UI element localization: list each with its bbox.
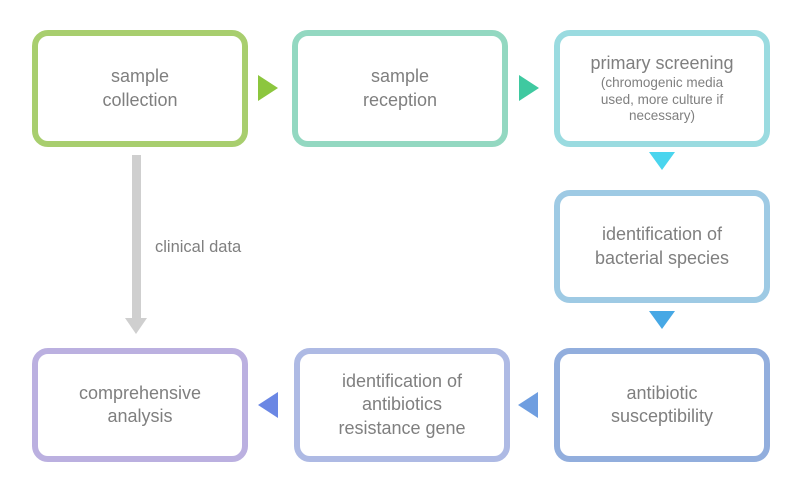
arrow-down-icon-clinical-data <box>125 318 147 334</box>
arrow-down-icon-screening-to-identification <box>649 152 675 170</box>
node-identification-of-bacterial-species[interactable]: identification of bacterial species <box>554 190 770 303</box>
node-primary-screening[interactable]: primary screening (chromogenic media use… <box>554 30 770 147</box>
node-label-line: collection <box>102 89 178 110</box>
node-label-line: identification of <box>341 371 463 392</box>
arrow-down-icon-identification-to-susceptibility <box>649 311 675 329</box>
node-antibiotic-susceptibility[interactable]: antibiotic susceptibility <box>554 348 770 462</box>
node-label-line: antibiotics <box>361 394 443 415</box>
arrow-left-icon-resistance-gene-to-analysis <box>258 392 278 418</box>
node-sublabel-line: necessary) <box>628 108 696 124</box>
node-label-line: analysis <box>107 406 173 426</box>
node-label-line: sample <box>110 66 170 87</box>
node-label-line: sample <box>370 66 430 87</box>
node-label-line: primary screening <box>590 53 734 74</box>
node-label-line: identification of <box>601 224 723 245</box>
node-identification-of-antibiotics-resistance-gene[interactable]: identification of antibiotics resistance… <box>294 348 510 462</box>
node-label-line: bacterial species <box>594 247 730 268</box>
node-comprehensive-analysis[interactable]: comprehensive analysis <box>32 348 248 462</box>
node-sublabel-line: (chromogenic media <box>600 75 724 91</box>
node-sublabel-line: used, more culture if <box>600 91 724 107</box>
clinical-data-connector-shaft <box>132 155 141 320</box>
node-label-line: antibiotic <box>626 382 698 403</box>
arrow-right-icon-collection-to-reception <box>258 75 278 101</box>
node-sample-collection[interactable]: sample collection <box>32 30 248 147</box>
node-label-line: susceptibility <box>610 406 714 426</box>
arrow-left-icon-susceptibility-to-resistance-gene <box>518 392 538 418</box>
node-label-line: comprehensive <box>78 382 202 403</box>
edge-label-clinical-data: clinical data <box>155 238 242 256</box>
arrow-right-icon-reception-to-screening <box>519 75 539 101</box>
node-label-line: reception <box>362 89 438 110</box>
node-sample-reception[interactable]: sample reception <box>292 30 508 147</box>
node-label-line: resistance gene <box>338 417 466 438</box>
